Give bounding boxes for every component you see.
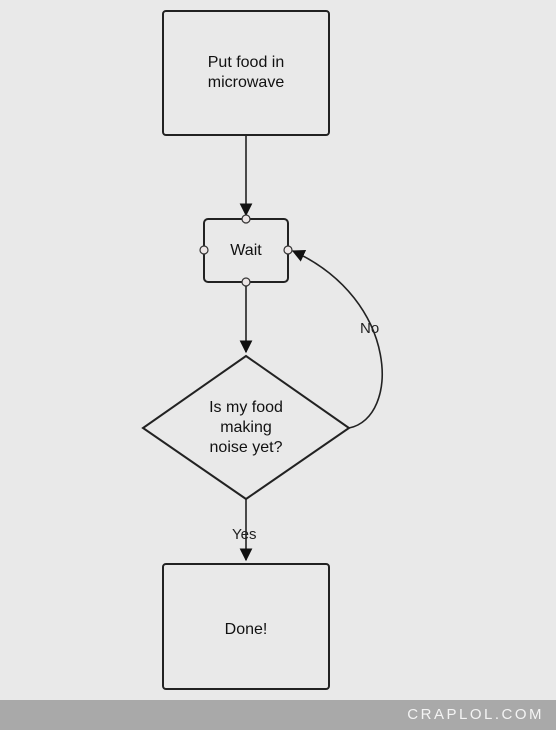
decision-text-line-2: making [220, 419, 272, 436]
wait-handle-left [199, 245, 209, 255]
edge-label-yes: Yes [232, 526, 257, 543]
start-text-line-2: microwave [207, 74, 285, 91]
done-process-box [162, 563, 330, 690]
wait-handle-bottom [241, 277, 251, 287]
flowchart-canvas [141, 10, 383, 690]
wait-handle-top [241, 214, 251, 224]
done-box-label: Done! [224, 621, 268, 638]
edge-label-no: No [360, 320, 380, 337]
wait-box-label: Wait [230, 242, 262, 259]
start-text-line-1: Put food in [207, 54, 285, 71]
footer-bar: CRAPLOL.COM [0, 700, 556, 730]
watermark-text: CRAPLOL.COM [407, 706, 544, 723]
decision-text: Is my food making noise yet? [173, 398, 319, 458]
arrow-no-loop-to-wait [291, 249, 383, 429]
decision-text-line-3: noise yet? [209, 439, 283, 456]
start-box-text: Put food in microwave [163, 53, 329, 93]
decision-text-line-1: Is my food [209, 399, 283, 416]
